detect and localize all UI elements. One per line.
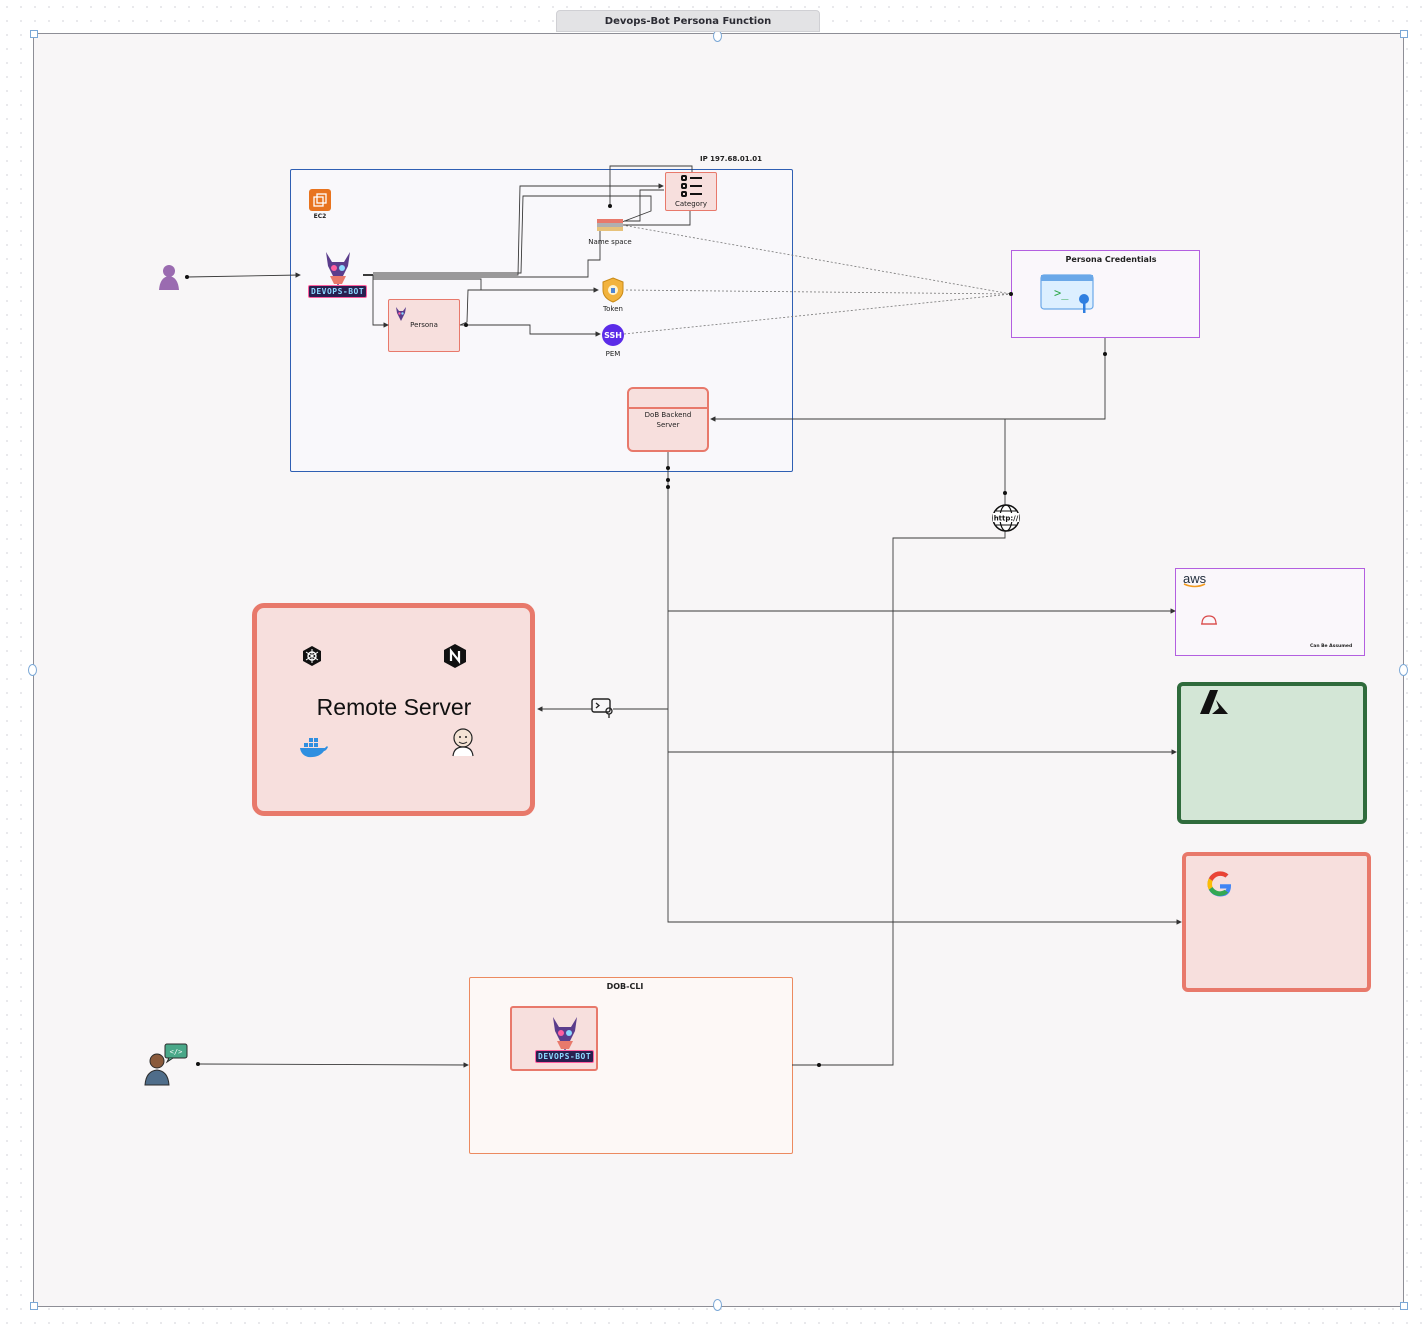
- connector-user-bot: [186, 272, 301, 278]
- aws-icon: aws: [1183, 571, 1207, 589]
- remote-server-box[interactable]: [252, 603, 535, 816]
- namespace-label: Name space: [588, 238, 632, 246]
- resize-handle[interactable]: [30, 1302, 38, 1310]
- ec2-label: EC2: [313, 213, 327, 220]
- dob-cli-label: DOB-CLI: [606, 982, 644, 991]
- pem-label: PEM: [605, 350, 621, 358]
- resize-handle[interactable]: [30, 30, 38, 38]
- nginx-icon: [444, 644, 466, 668]
- connector-bot-persona: [372, 275, 389, 328]
- http-text: http://: [994, 515, 1019, 523]
- bot-wordmark: DEVOPS-BOT: [308, 285, 368, 298]
- azure-box[interactable]: [1177, 682, 1367, 824]
- role-hat-icon: [1201, 615, 1217, 625]
- stack-icon: [597, 219, 623, 231]
- connector-creds-backend: [710, 338, 1106, 422]
- backend-server-node[interactable]: [627, 387, 709, 452]
- kubernetes-icon: [303, 646, 321, 666]
- user-silhouette-icon: [159, 265, 179, 290]
- jenkins-icon: [452, 728, 474, 757]
- svg-text:>_: >_: [1054, 286, 1069, 300]
- connector-dev-cli: [197, 1062, 469, 1068]
- resize-handle[interactable]: [1399, 664, 1408, 676]
- svg-text:</>: </>: [170, 1048, 183, 1056]
- connector-bot-token: [373, 278, 599, 293]
- token-label: Token: [603, 305, 623, 313]
- connector-bot-namespace: [373, 195, 652, 274]
- ip-label: IP 197.68.01.01: [700, 155, 762, 163]
- resize-handle[interactable]: [713, 1299, 722, 1311]
- shield-token-icon: [602, 277, 624, 303]
- globe-icon: http://: [992, 504, 1020, 532]
- resize-handle[interactable]: [28, 664, 37, 676]
- category-label: Category: [675, 200, 707, 208]
- google-icon: [1207, 871, 1232, 897]
- terminal-connect-icon: [591, 698, 613, 718]
- ec2-container[interactable]: [290, 169, 793, 472]
- mini-bot-icon: [396, 307, 406, 321]
- connector-http-cli: [792, 531, 1006, 1066]
- aws-logo-text: aws: [1183, 571, 1207, 586]
- terminal-key-icon: >_: [1040, 274, 1094, 313]
- persona-node[interactable]: [388, 299, 460, 352]
- docker-icon: [300, 738, 328, 758]
- aws-note: Can Be Assumed: [1310, 644, 1353, 649]
- connector-bot-namespace-b: [373, 230, 601, 278]
- resize-handle[interactable]: [1400, 1302, 1408, 1310]
- ssh-text: SSH: [604, 330, 622, 340]
- connector-bot-category: [373, 183, 664, 276]
- remote-server-label: Remote Server: [316, 694, 472, 720]
- cli-bot-wordmark: DEVOPS-BOT: [535, 1050, 595, 1063]
- backend-label: DoB Backend Server: [644, 411, 692, 429]
- connector-backend-gcp: [667, 452, 1182, 925]
- diagram-title: Devops-Bot Persona Function: [556, 10, 820, 32]
- ssh-key-icon: SSH: [602, 324, 624, 346]
- devops-bot-logo: DEVOPS-BOT: [308, 248, 368, 298]
- cli-devops-bot-logo: DEVOPS-BOT: [535, 1013, 595, 1063]
- ec2-icon: [309, 189, 331, 211]
- resize-handle[interactable]: [1400, 30, 1408, 38]
- persona-label: Persona: [410, 321, 438, 329]
- credentials-label: Persona Credentials: [1065, 255, 1157, 264]
- list-icon: [681, 175, 702, 197]
- aws-box[interactable]: [1175, 568, 1365, 656]
- developer-chat-icon: </>: [144, 1043, 188, 1086]
- azure-icon: [1200, 690, 1228, 714]
- connector-persona-pem: [460, 324, 601, 337]
